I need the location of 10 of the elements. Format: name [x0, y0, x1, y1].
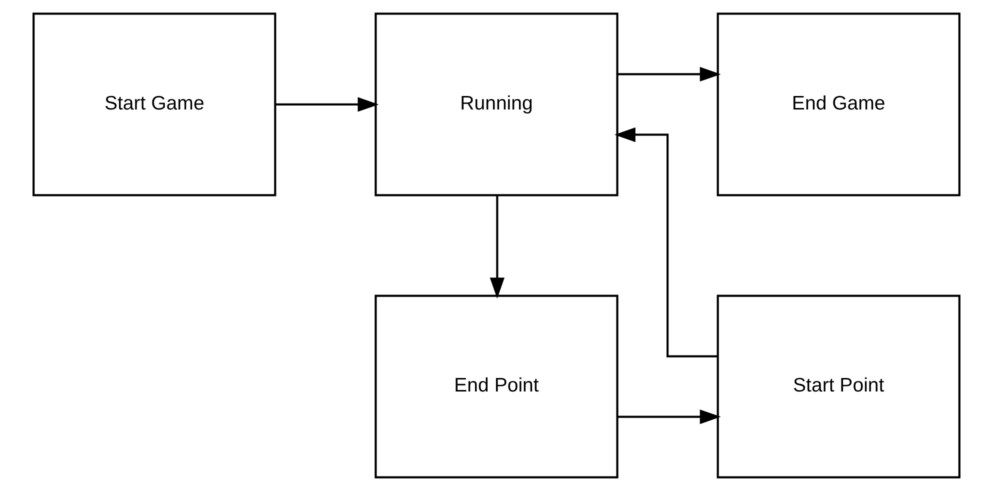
node-box: End Game	[716, 12, 960, 196]
arrow	[614, 127, 717, 358]
node-box: Running	[374, 12, 618, 196]
arrow	[617, 409, 720, 424]
node-box: Start Point	[716, 294, 960, 478]
arrow	[617, 66, 720, 82]
arrow	[274, 97, 378, 112]
node-box: End Point	[374, 294, 618, 478]
node-box: Start Game	[32, 12, 276, 196]
arrow	[489, 195, 504, 299]
